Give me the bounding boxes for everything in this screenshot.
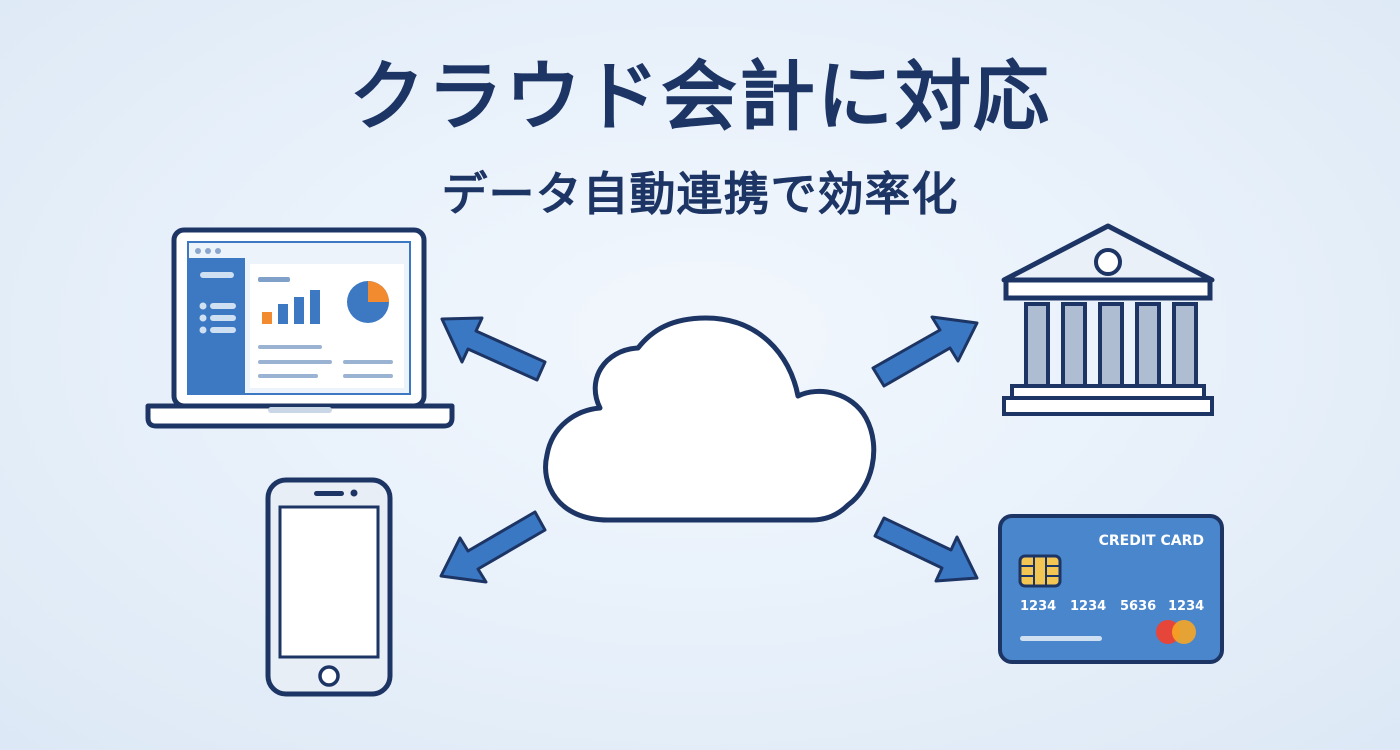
cloud-icon [543,315,877,523]
credit-card-label: CREDIT CARD [1099,533,1204,549]
arrow-to-laptop-icon [440,316,547,382]
page-subtitle: データ自動連携で効率化 [441,167,959,221]
smartphone-icon [265,477,393,697]
laptop-icon [145,227,455,429]
arrow-to-bank-icon [871,315,979,388]
card-name-stripe [1020,636,1102,641]
bank-icon [1001,223,1215,416]
card-number-group: 1234 [1070,599,1106,614]
card-number-group: 5636 [1120,599,1156,614]
card-number-group: 1234 [1020,599,1056,614]
card-brand-logo [1156,620,1196,644]
arrow-to-smartphone-icon [439,510,547,584]
card-number-group: 1234 [1168,599,1204,614]
credit-card-icon: CREDIT CARD 1234 1234 5636 1234 [998,514,1224,664]
page-title: クラウド会計に対応 [349,52,1051,141]
arrow-to-credit-card-icon [873,516,979,583]
